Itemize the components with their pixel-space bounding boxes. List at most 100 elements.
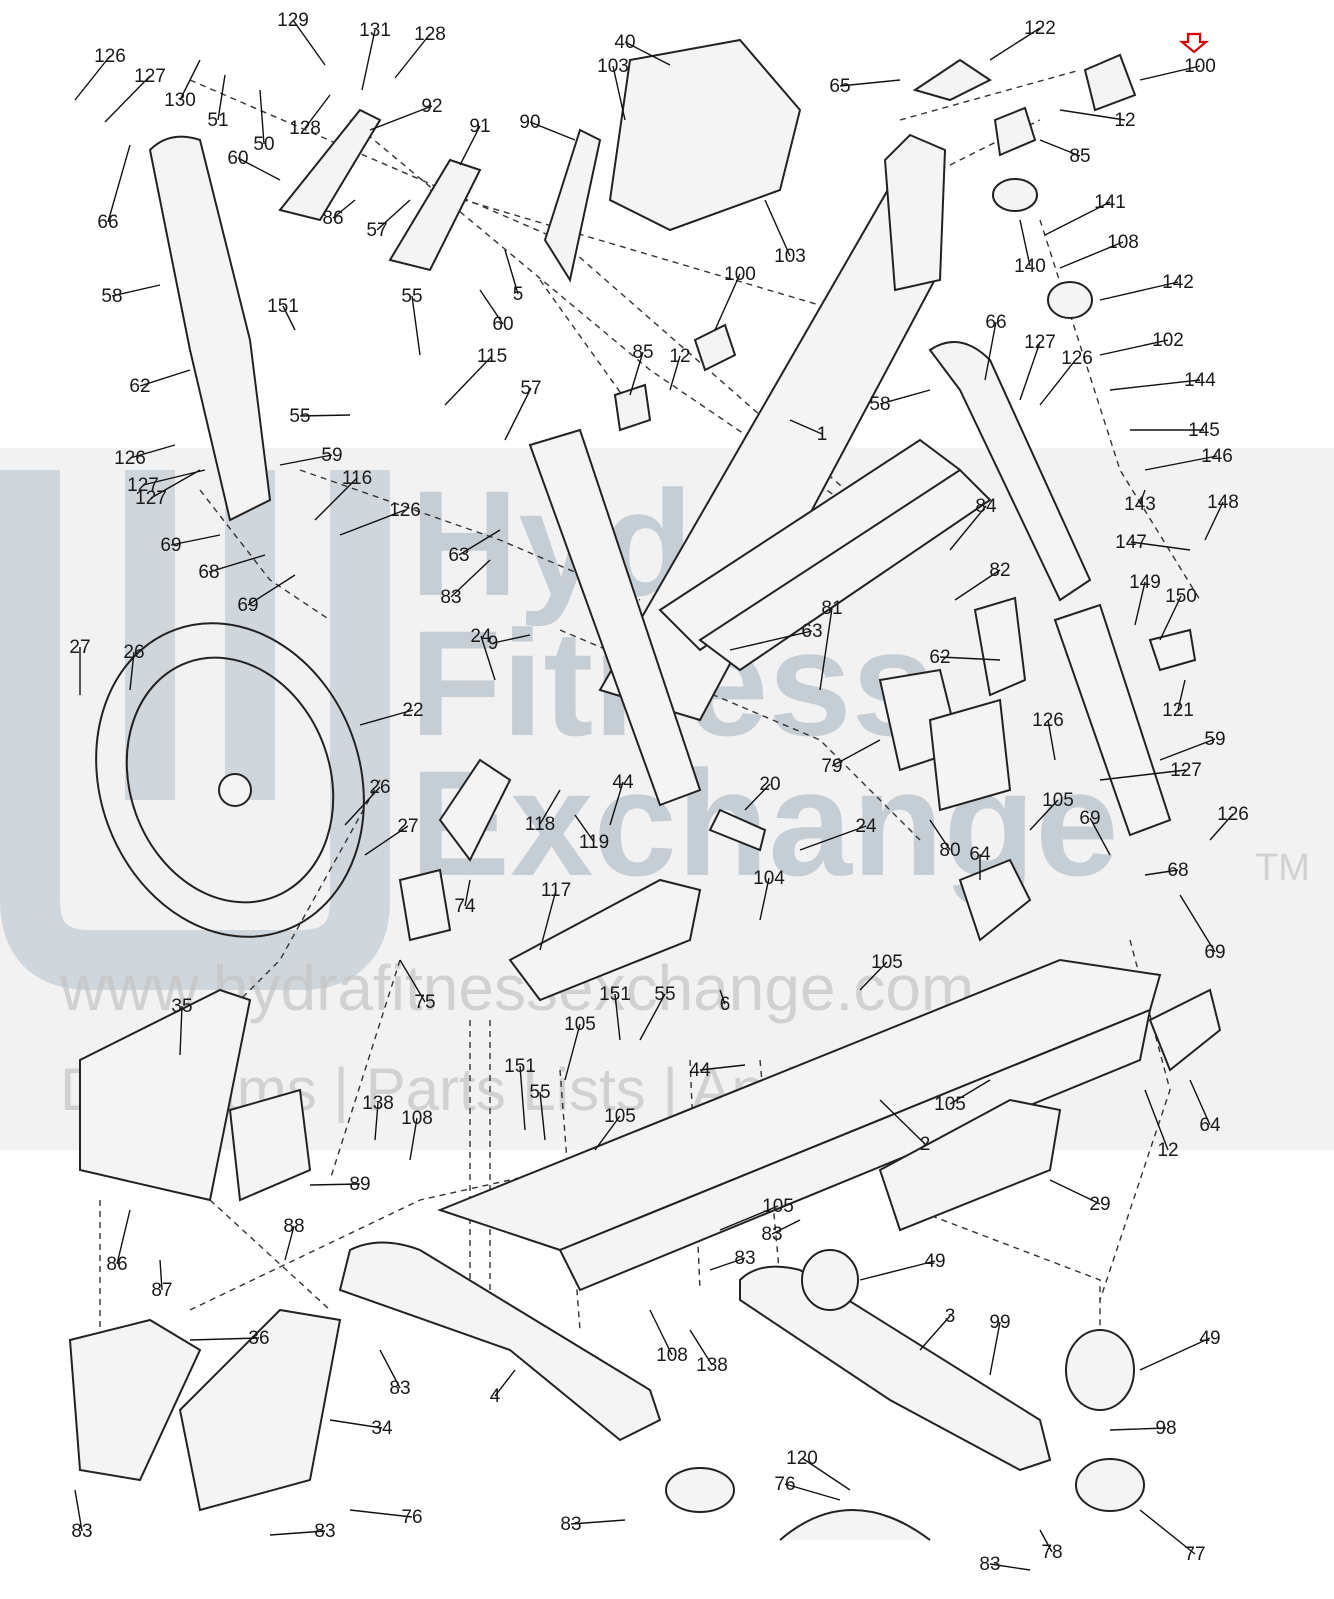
part-callout-49: 49 bbox=[1199, 1328, 1220, 1349]
part-callout-3: 3 bbox=[945, 1306, 956, 1327]
callout-leader bbox=[189, 1337, 260, 1341]
callout-leader bbox=[1109, 1427, 1167, 1431]
part-callout-105: 105 bbox=[871, 952, 903, 973]
part-callout-69: 69 bbox=[237, 595, 258, 616]
callout-leader bbox=[111, 284, 161, 297]
cover-80 bbox=[928, 698, 1012, 812]
part-callout-66: 66 bbox=[985, 312, 1006, 333]
callout-leader bbox=[464, 879, 471, 907]
part-callout-115: 115 bbox=[477, 346, 507, 367]
part-callout-24: 24 bbox=[855, 816, 877, 837]
shroud-36 bbox=[68, 1318, 202, 1482]
wheel-49 bbox=[1065, 1329, 1135, 1411]
part-callout-66: 66 bbox=[97, 212, 118, 233]
part-callout-141: 141 bbox=[1094, 192, 1126, 213]
part-callout-87: 87 bbox=[151, 1280, 172, 1301]
callout-leader bbox=[1139, 1337, 1211, 1371]
part-callout-151: 151 bbox=[599, 984, 631, 1005]
part-callout-117: 117 bbox=[541, 880, 571, 901]
callout-leader bbox=[529, 121, 576, 141]
callout-leader bbox=[129, 651, 135, 691]
callout-leader bbox=[1039, 139, 1081, 157]
callout-leader bbox=[1019, 341, 1041, 401]
part-callout-83: 83 bbox=[761, 1224, 782, 1245]
part-callout-128: 128 bbox=[289, 118, 321, 139]
part-callout-24: 24 bbox=[470, 626, 492, 647]
callout-leader bbox=[1189, 1079, 1211, 1126]
part-callout-22: 22 bbox=[402, 700, 423, 721]
part-callout-103: 103 bbox=[774, 246, 806, 267]
part-callout-99: 99 bbox=[989, 1312, 1010, 1333]
right-arm-59 bbox=[1053, 603, 1172, 837]
cover-117 bbox=[508, 878, 702, 1002]
callout-leader bbox=[689, 1329, 713, 1366]
part-callout-20: 20 bbox=[759, 774, 780, 795]
part-callout-144: 144 bbox=[1184, 370, 1216, 391]
part-callout-63: 63 bbox=[801, 621, 822, 642]
callout-leader bbox=[789, 419, 823, 435]
callout-leader bbox=[1089, 817, 1111, 856]
callout-leader bbox=[339, 509, 406, 536]
wire-harness-122 bbox=[912, 58, 992, 102]
callout-leader bbox=[504, 249, 519, 295]
callout-leader bbox=[139, 369, 191, 387]
part-callout-1: 1 bbox=[817, 424, 828, 445]
part-callout-130: 130 bbox=[164, 90, 196, 111]
callout-leader bbox=[771, 1219, 801, 1235]
part-callout-98: 98 bbox=[1155, 1418, 1176, 1439]
callout-leader bbox=[492, 634, 531, 644]
callout-leader bbox=[639, 993, 666, 1041]
callout-leader bbox=[1047, 719, 1056, 761]
part-callout-129: 129 bbox=[277, 10, 309, 31]
upright-top bbox=[883, 133, 947, 292]
part-callout-26: 26 bbox=[369, 777, 390, 798]
part-callout-85: 85 bbox=[1069, 146, 1090, 167]
part-callout-105: 105 bbox=[564, 1014, 596, 1035]
right-arm-58 bbox=[928, 341, 1092, 602]
callout-leader bbox=[1059, 241, 1124, 269]
callout-leader bbox=[1099, 339, 1169, 356]
part-callout-59: 59 bbox=[1204, 729, 1225, 750]
callout-leader bbox=[1039, 357, 1078, 406]
callout-leader bbox=[744, 783, 771, 811]
callout-leader bbox=[629, 351, 644, 396]
callout-leader bbox=[989, 27, 1041, 61]
callout-leader bbox=[879, 1099, 926, 1145]
part-callout-44: 44 bbox=[689, 1060, 711, 1081]
part-callout-104: 104 bbox=[753, 868, 785, 889]
part-callout-80: 80 bbox=[939, 840, 960, 861]
callout-leader bbox=[247, 574, 296, 606]
flywheel-inner bbox=[125, 656, 335, 904]
part-callout-92: 92 bbox=[421, 96, 442, 117]
part-callout-102: 102 bbox=[1152, 330, 1184, 351]
part-callout-64: 64 bbox=[969, 844, 991, 865]
part-callout-69: 69 bbox=[1204, 942, 1225, 963]
part-callout-105: 105 bbox=[762, 1196, 794, 1217]
callout-leader bbox=[450, 559, 491, 598]
callout-leader bbox=[574, 814, 595, 843]
callout-leader bbox=[949, 505, 987, 551]
part-callout-55: 55 bbox=[529, 1082, 550, 1103]
part-callout-131: 131 bbox=[359, 20, 391, 41]
callout-leader bbox=[759, 877, 770, 921]
callout-leader bbox=[649, 1309, 673, 1356]
knob-100-mid bbox=[693, 323, 737, 372]
part-callout-90: 90 bbox=[519, 112, 540, 133]
callout-leader bbox=[1099, 281, 1179, 301]
part-callout-62: 62 bbox=[929, 647, 950, 668]
part-callout-105: 105 bbox=[604, 1106, 636, 1127]
part-callout-120: 120 bbox=[786, 1448, 818, 1469]
motor-89 bbox=[228, 1088, 312, 1202]
callout-leader bbox=[1044, 201, 1111, 236]
pedal-64-left bbox=[1148, 988, 1222, 1072]
part-callout-138: 138 bbox=[362, 1093, 394, 1114]
grip-91 bbox=[388, 158, 482, 272]
part-callout-74: 74 bbox=[454, 896, 476, 917]
part-callout-105: 105 bbox=[1042, 790, 1074, 811]
crank-arm-2 bbox=[698, 468, 992, 672]
callout-leader bbox=[784, 1483, 841, 1501]
part-callout-126: 126 bbox=[1061, 348, 1093, 369]
callout-leader bbox=[919, 1315, 951, 1351]
